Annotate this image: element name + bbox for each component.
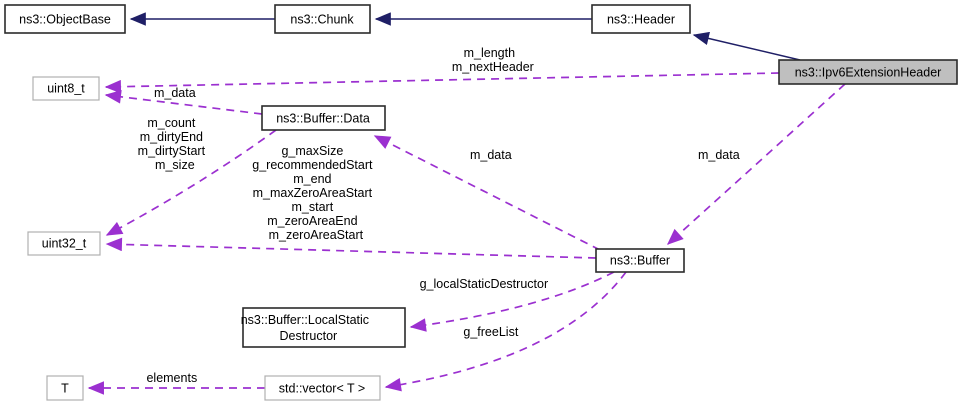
edge-ipv6ext-to-buffer (666, 83, 846, 245)
edge-buffer-to-bufferdata (373, 135, 601, 251)
edge-buffer-to-uint32 (105, 237, 597, 259)
node-ns3-buffer[interactable]: ns3::Buffer (595, 248, 685, 273)
edge-label-g-localstaticdestructor: g_localStaticDestructor (0, 0, 572, 291)
inheritance-edges (129, 12, 801, 61)
edge-bufferdata-to-uint8 (104, 90, 263, 115)
localstatic-line-2: Destructor (280, 329, 338, 343)
node-uint32-t[interactable]: uint32_t (27, 231, 101, 256)
edge-label-m-data-right: m_data (0, 0, 764, 162)
edge-buffer-to-localstatic (409, 271, 615, 332)
node-uint8-t[interactable]: uint8_t (32, 76, 100, 101)
edge-label-m-data-middle: m_data (0, 0, 536, 162)
node-ns3-header[interactable]: ns3::Header (591, 4, 691, 34)
node-ns3-buffer-data[interactable]: ns3::Buffer::Data (261, 105, 386, 131)
edge-ipv6ext-to-header (692, 31, 801, 61)
edge-label-elements: elements (0, 0, 222, 385)
node-ns3-ipv6extensionheader[interactable]: ns3::Ipv6ExtensionHeader (778, 59, 958, 85)
node-ns3-chunk[interactable]: ns3::Chunk (274, 4, 371, 34)
node-label-objectbase: ns3::ObjectBase (19, 12, 111, 26)
edge-label-count-group: m_count m_dirtyEnd m_dirtyStart m_size (0, 0, 236, 172)
edge-label-g-freelist: g_freeList (0, 0, 543, 339)
node-label-uint32-t: uint32_t (42, 236, 87, 250)
node-t-param[interactable]: T (46, 375, 84, 401)
edge-label-length-nextheader: m_length m_nextHeader (0, 0, 558, 74)
node-label-std-vector: std::vector< T > (279, 381, 365, 395)
node-label-uint8-t: uint8_t (47, 81, 85, 95)
edge-buffer-to-vector (384, 271, 627, 392)
edge-ipv6ext-to-uint8 (104, 72, 780, 94)
node-ns3-objectbase[interactable]: ns3::ObjectBase (4, 4, 126, 34)
localstatic-line-1: ns3::Buffer::LocalStatic (241, 313, 369, 327)
node-label-chunk: ns3::Chunk (290, 12, 354, 26)
edge-label-m-data-uint8: m_data (0, 0, 220, 100)
association-edges (87, 72, 846, 395)
node-label-t-param: T (61, 381, 69, 395)
node-label-header: ns3::Header (607, 12, 675, 26)
node-label-ipv6extensionheader: ns3::Ipv6ExtensionHeader (795, 65, 942, 79)
node-label-buffer-data: ns3::Buffer::Data (276, 111, 370, 125)
node-ns3-buffer-localstaticdestructor[interactable]: ns3::Buffer::LocalStatic Destructor (0, 0, 407, 348)
edge-bufferdata-to-uint32 (105, 129, 277, 236)
node-std-vector-t[interactable]: std::vector< T > (264, 375, 381, 401)
edge-label-buffer-fields: g_maxSize g_recommendedStart m_end m_max… (0, 0, 404, 242)
edge-labels: m_length m_nextHeader m_data m_count m_d… (0, 0, 764, 385)
node-label-localstaticdestructor: ns3::Buffer::LocalStatic Destructor (0, 0, 407, 343)
node-label-buffer: ns3::Buffer (610, 253, 670, 267)
